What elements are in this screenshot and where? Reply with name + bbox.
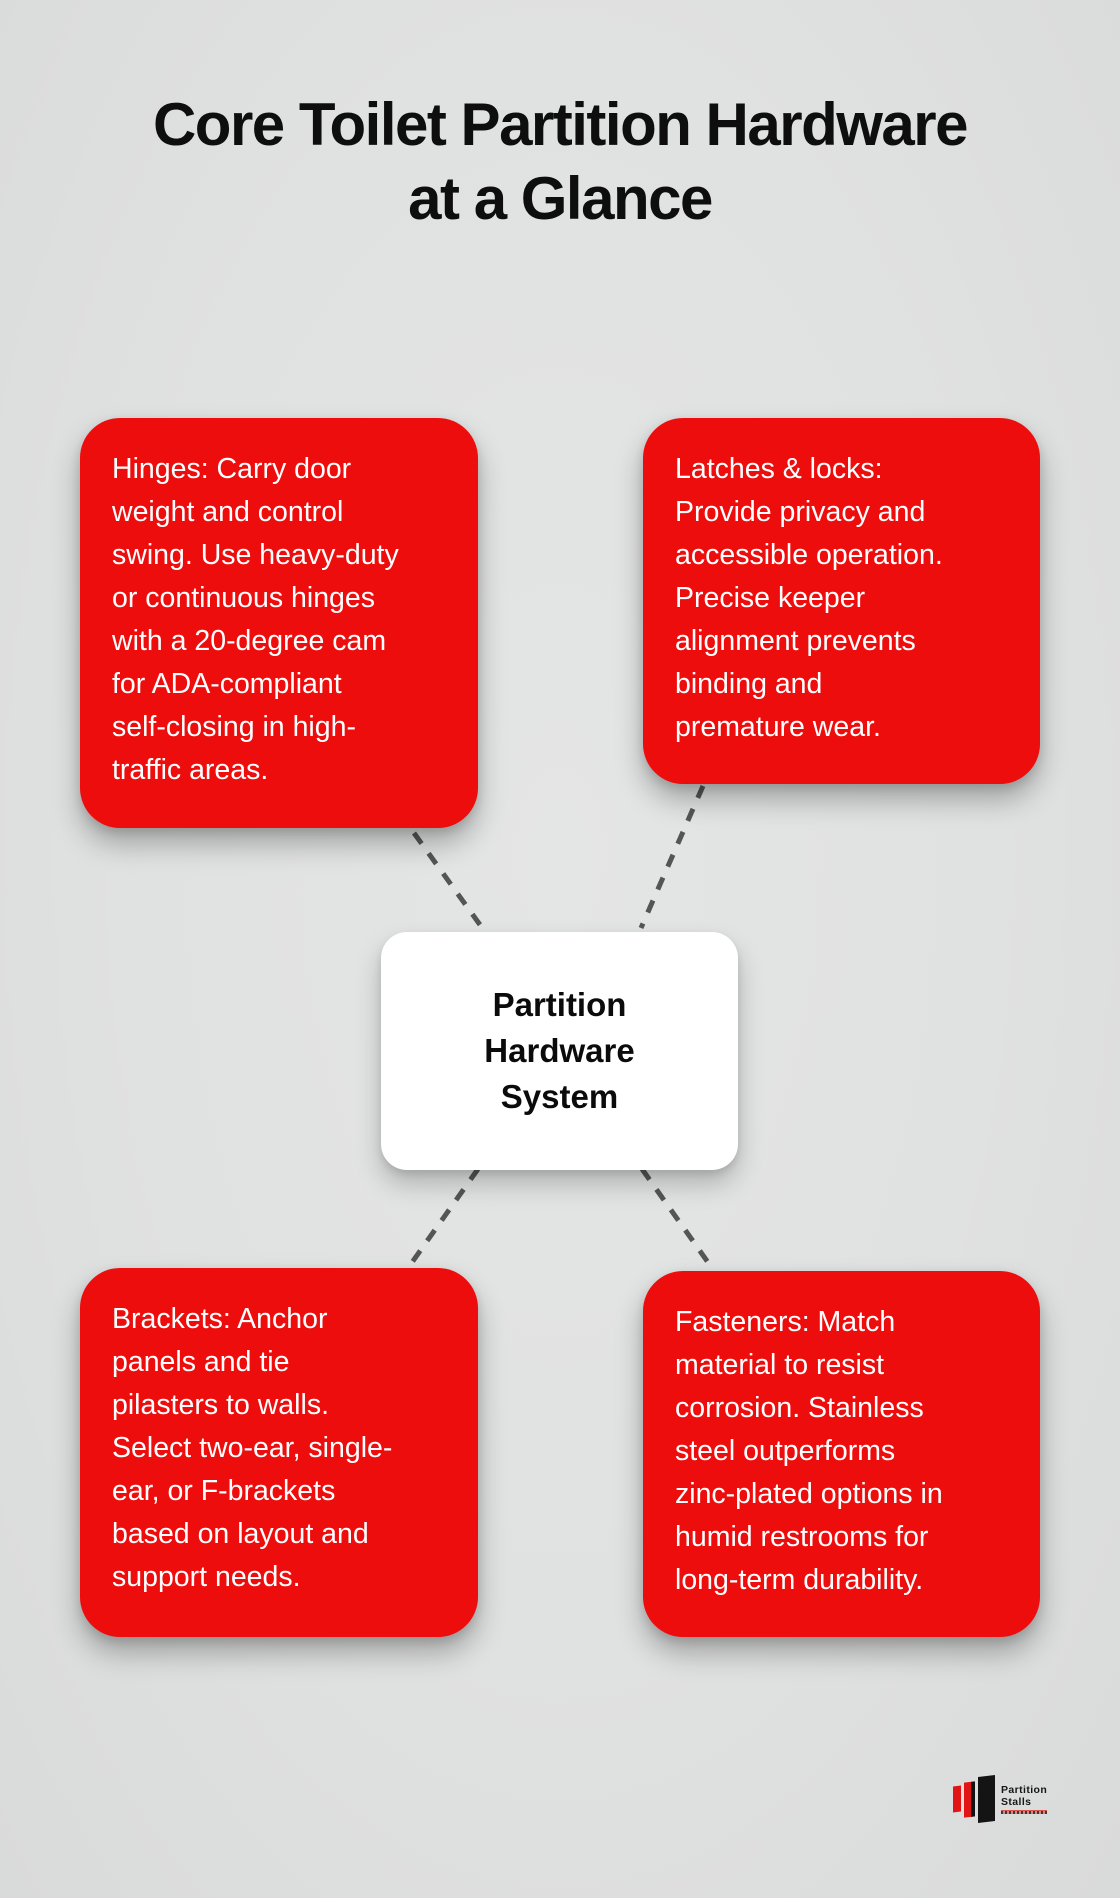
partition-stalls-logo: Partition Stalls bbox=[953, 1774, 1047, 1824]
connector-brackets-line bbox=[405, 1167, 481, 1270]
logo-text: Partition Stalls bbox=[1001, 1784, 1047, 1814]
panel-bar-icon bbox=[964, 1780, 975, 1818]
node-hinges: Hinges: Carry door weight and control sw… bbox=[80, 418, 478, 828]
logo-name-line1: Partition bbox=[1001, 1784, 1048, 1796]
connector-hinges-line bbox=[411, 831, 486, 931]
partition-panels-icon bbox=[953, 1774, 995, 1824]
logo-name-line2: Stalls bbox=[1001, 1796, 1032, 1808]
center-node-partition-hardware-system: Partition Hardware System bbox=[381, 932, 738, 1170]
page-title: Core Toilet Partition Hardware at a Glan… bbox=[152, 91, 969, 232]
node-brackets: Brackets: Anchor panels and tie pilaster… bbox=[80, 1268, 478, 1637]
connector-fasteners-line bbox=[639, 1167, 715, 1270]
logo-tagline-strip bbox=[1001, 1810, 1047, 1814]
node-latches-locks: Latches & locks: Provide privacy and acc… bbox=[643, 418, 1040, 784]
node-fasteners: Fasteners: Match material to resist corr… bbox=[643, 1271, 1040, 1637]
connector-latches-line bbox=[638, 784, 706, 930]
panel-bar-icon bbox=[953, 1785, 961, 1813]
panel-bar-icon bbox=[978, 1774, 995, 1824]
